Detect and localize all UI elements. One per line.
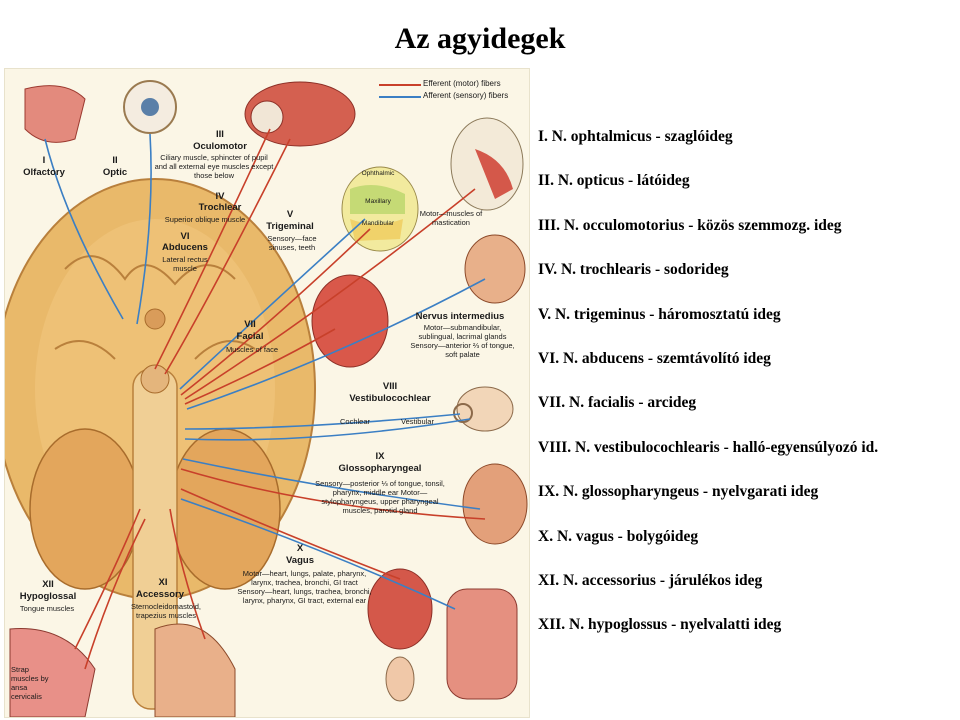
label-accessory: Accessory (125, 589, 195, 600)
label-hypoglossal-desc: Tongue muscles (17, 604, 77, 613)
label-optic-num: II (95, 155, 135, 166)
legend-afferent: Afferent (sensory) fibers (423, 91, 508, 100)
list-item: II. N. opticus - látóideg (538, 172, 958, 216)
external-ear-icon (386, 657, 414, 701)
list-item: V. N. trigeminus - háromosztatú ideg (538, 306, 958, 350)
label-nervus-intermedius: Nervus intermedius (410, 311, 510, 322)
list-item: VI. N. abducens - szemtávolító ideg (538, 350, 958, 394)
label-ophthalmic: Ophthalmic (348, 169, 408, 178)
cerebellum-right (170, 429, 280, 589)
label-strap-muscles: Strap muscles by ansa cervicalis (11, 665, 51, 701)
label-oculomotor: Oculomotor (185, 141, 255, 152)
label-trochlear-desc: Superior oblique muscle (145, 215, 265, 224)
inner-ear-icon (457, 387, 513, 431)
label-trigeminal: Trigeminal (255, 221, 325, 232)
label-maxillary: Maxillary (348, 197, 408, 206)
cranial-nerves-list: I. N. ophtalmicus - szaglóideg II. N. op… (538, 128, 958, 661)
label-abducens-desc: Lateral rectus muscle (155, 255, 215, 273)
cranial-nerves-illustration: Efferent (motor) fibers Afferent (sensor… (4, 68, 530, 718)
label-abducens: Abducens (150, 242, 220, 253)
label-intermedius-desc: Motor—submandibular, sublingual, lacrima… (405, 323, 520, 359)
label-abducens-num: VI (155, 231, 215, 242)
label-mastication: Motor—muscles of mastication (415, 209, 487, 227)
head-section-icon (465, 235, 525, 303)
label-glossopharyngeal-desc: Sensory—posterior ⅓ of tongue, tonsil, p… (310, 479, 450, 515)
label-trochlear: Trochlear (185, 202, 255, 213)
label-vestibulocochlear-num: VIII (355, 381, 425, 392)
label-olfactory-num: I (19, 155, 69, 166)
list-item: III. N. occulomotorius - közös szemmozg.… (538, 217, 958, 261)
nose-icon (25, 86, 85, 143)
list-item: VIII. N. vestibulocochlearis - halló-egy… (538, 439, 958, 483)
label-vagus-desc: Motor—heart, lungs, palate, pharynx, lar… (237, 569, 372, 605)
page-title: Az agyidegek (0, 22, 960, 56)
lungs-heart-icon (368, 569, 432, 649)
label-trigeminal-num: V (260, 209, 320, 220)
label-accessory-num: XI (133, 577, 193, 588)
list-item: VII. N. facialis - arcideg (538, 394, 958, 438)
list-item: IV. N. trochlearis - sodorideg (538, 261, 958, 305)
label-glossopharyngeal-num: IX (350, 451, 410, 462)
label-facial-num: VII (230, 319, 270, 330)
label-vagus: Vagus (270, 555, 330, 566)
label-trigeminal-desc: Sensory—face sinuses, teeth (260, 234, 324, 252)
label-glossopharyngeal: Glossopharyngeal (325, 463, 435, 474)
label-accessory-desc: Sternocleidomastoid, trapezius muscles (117, 602, 215, 620)
neck-muscles-icon (155, 624, 235, 717)
label-oculomotor-num: III (190, 129, 250, 140)
label-vagus-num: X (270, 543, 330, 554)
list-item: IX. N. glossopharyngeus - nyelvgarati id… (538, 483, 958, 527)
label-facial-desc: Muscles of face (220, 345, 284, 354)
label-vestibulocochlear: Vestibulocochlear (335, 393, 445, 404)
label-facial: Facial (225, 331, 275, 342)
label-oculomotor-desc: Ciliary muscle, sphincter of pupil and a… (153, 153, 275, 180)
list-item: XII. N. hypoglossus - nyelvalatti ideg (538, 616, 958, 660)
face-muscles-icon (312, 275, 388, 367)
list-item: X. N. vagus - bolygóideg (538, 528, 958, 572)
list-item: XI. N. accessorius - járulékos ideg (538, 572, 958, 616)
label-hypoglossal-num: XII (13, 579, 83, 590)
throat-section-icon (463, 464, 527, 544)
label-cochlear: Cochlear (330, 417, 380, 426)
gi-tract-icon (447, 589, 517, 699)
label-optic: Optic (95, 167, 135, 178)
legend-efferent: Efferent (motor) fibers (423, 79, 501, 88)
list-item: I. N. ophtalmicus - szaglóideg (538, 128, 958, 172)
label-hypoglossal: Hypoglossal (13, 591, 83, 602)
label-vestibular: Vestibular (390, 417, 445, 426)
label-olfactory: Olfactory (19, 167, 69, 178)
label-trochlear-num: IV (190, 191, 250, 202)
label-mandibular: Mandibular (348, 219, 408, 228)
